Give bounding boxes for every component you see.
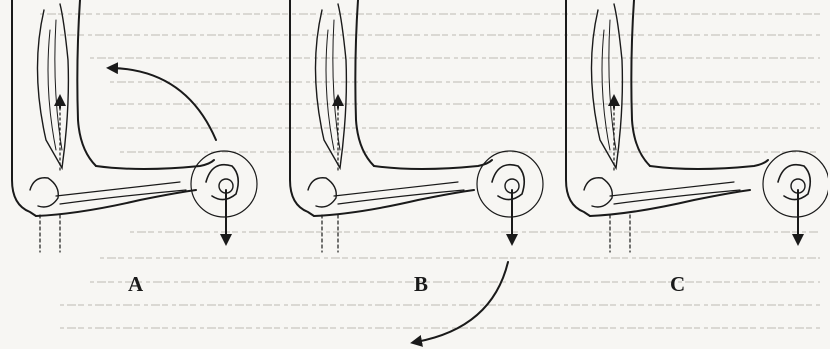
- panel-b: B: [276, 0, 552, 349]
- hand-circle: [191, 151, 257, 217]
- rotation-arrow: [112, 68, 216, 140]
- forearm-outline: [650, 160, 768, 169]
- panel-c: C: [552, 0, 828, 349]
- elbow-joint: [308, 178, 336, 207]
- biceps-muscle: [37, 4, 68, 168]
- biceps-muscle: [591, 4, 622, 168]
- elbow-joint: [584, 178, 612, 207]
- biceps-muscle: [315, 4, 346, 168]
- panel-label-b: B: [414, 272, 428, 297]
- forearm-outline: [96, 160, 214, 169]
- elbow-joint: [30, 178, 58, 207]
- rotation-arrow: [416, 262, 508, 342]
- panel-label-a: A: [128, 272, 143, 297]
- hand-circle: [477, 151, 543, 217]
- panel-a: A: [0, 0, 276, 349]
- panel-label-c: C: [670, 272, 685, 297]
- hand-circle: [763, 151, 828, 217]
- arm-figure-c: [552, 0, 828, 349]
- forearm-outline: [374, 160, 492, 169]
